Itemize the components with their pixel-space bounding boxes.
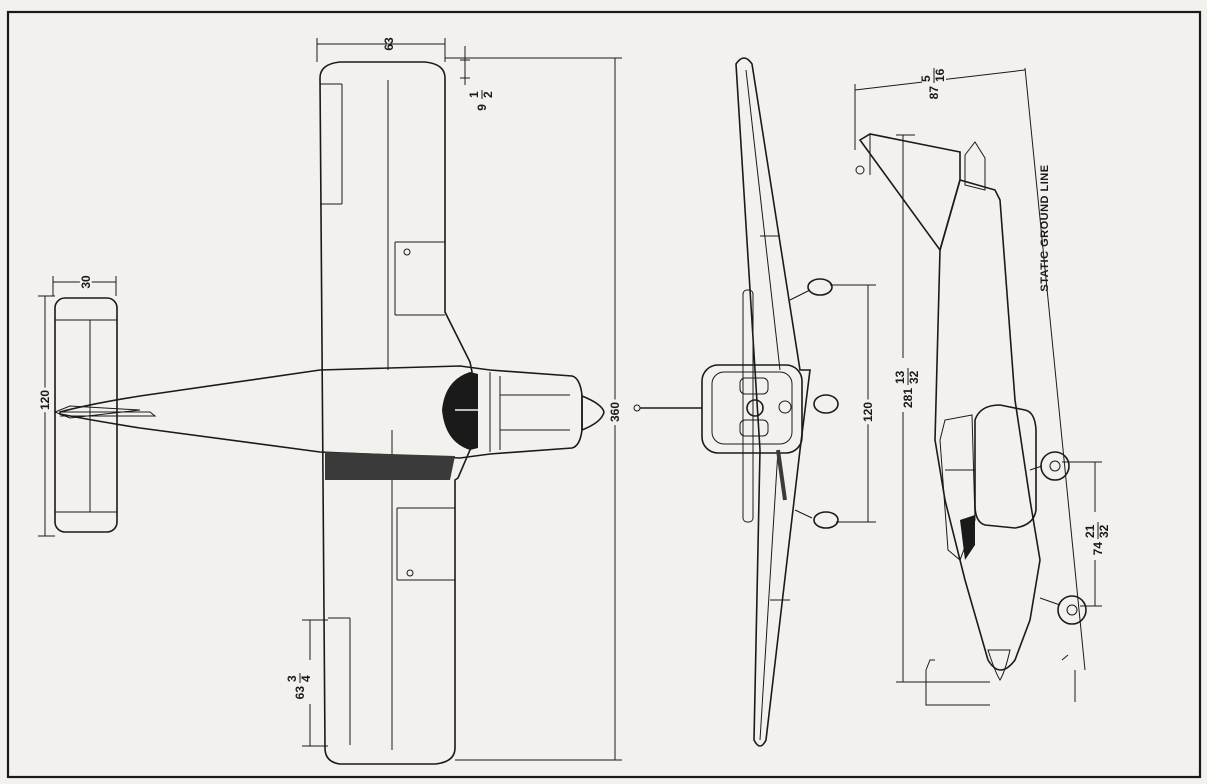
side-view xyxy=(855,67,1087,681)
side-static-ground-line xyxy=(1024,67,1086,671)
dim-length-whole: 281 xyxy=(901,388,915,408)
dim-tail-span-label: 120 xyxy=(38,390,52,410)
front-air-intake-2 xyxy=(739,419,769,437)
front-fuselage xyxy=(701,364,803,454)
front-main-gear-left xyxy=(789,289,811,301)
front-air-intake-1 xyxy=(739,377,769,395)
side-ground-bracket-2 xyxy=(1061,654,1076,702)
plan-tail-cone xyxy=(53,405,141,419)
side-vertical-tail xyxy=(858,133,961,252)
dim-wing-chord-label: 63 xyxy=(382,37,396,51)
dim-height-whole: 87 xyxy=(927,86,941,100)
side-ground-bracket-1 xyxy=(925,659,990,706)
dim-length-num: 13 xyxy=(893,370,907,384)
front-propeller-tip xyxy=(633,404,641,412)
dim-wheelbase-den: 32 xyxy=(1097,524,1111,538)
front-wing-root-shade xyxy=(776,449,787,501)
dim-height-label: 87 5 16 xyxy=(919,62,947,102)
dim-length-label: 281 13 32 xyxy=(893,358,922,412)
front-dimensions: 120 xyxy=(830,284,878,523)
front-cowl-outline xyxy=(711,371,793,445)
dim-aileron-label: 63 3 4 xyxy=(285,660,314,704)
dim-length-den: 32 xyxy=(907,370,921,384)
front-wheel-left xyxy=(807,278,833,296)
dim-gear-track-label: 120 xyxy=(861,402,875,422)
side-nose-gear-leg xyxy=(1039,597,1061,606)
drawing-frame xyxy=(6,10,1202,779)
side-windshield xyxy=(960,515,975,560)
front-spinner xyxy=(746,399,764,417)
dim-tail-chord-label: 30 xyxy=(79,275,93,289)
side-wing xyxy=(974,404,1037,529)
plan-canopy xyxy=(442,372,478,450)
front-nose-wheel-hub xyxy=(778,400,792,414)
side-dimensions: 87 5 16 281 13 32 74 21 32 xyxy=(854,62,1112,706)
side-main-wheel-hub xyxy=(1049,460,1061,472)
dim-wingtip-offset-num: 1 xyxy=(467,91,481,98)
plan-fuel-cap-2 xyxy=(406,569,414,577)
front-wing-upper xyxy=(735,57,811,747)
side-nose-wheel xyxy=(1057,595,1087,625)
dim-aileron-label-bg xyxy=(288,660,314,704)
front-main-gear-right xyxy=(794,509,813,519)
plan-horizontal-tail xyxy=(54,297,118,533)
dim-wingtip-offset-den: 2 xyxy=(481,91,495,98)
dim-aileron-num: 3 xyxy=(285,675,299,682)
front-view xyxy=(633,57,839,747)
front-horizontal-tail xyxy=(742,289,754,523)
side-fuselage xyxy=(934,179,1041,671)
plan-spinner xyxy=(581,394,605,432)
plan-dimensions: 63 9 1 2 360 30 120 63 3 xyxy=(35,37,625,761)
plan-view xyxy=(53,61,605,765)
dim-aileron-den: 4 xyxy=(299,675,313,682)
plan-tail-fin xyxy=(60,411,157,417)
plan-fuel-cap-1 xyxy=(403,248,411,256)
static-ground-line-label: STATIC GROUND LINE xyxy=(1039,164,1051,291)
dim-wheelbase-whole: 74 xyxy=(1091,542,1105,556)
dim-height-num: 5 xyxy=(919,75,933,82)
dim-wing-span-label: 360 xyxy=(608,402,622,422)
dim-height-den: 16 xyxy=(933,68,947,82)
dim-aileron-whole: 63 xyxy=(293,686,307,700)
side-main-gear-leg xyxy=(1029,465,1043,471)
side-horizontal-tail xyxy=(964,141,986,191)
front-wing-line-2 xyxy=(759,449,779,741)
dim-wheelbase-num: 21 xyxy=(1083,524,1097,538)
side-spinner xyxy=(987,649,1011,681)
dim-wheelbase-label: 74 21 32 xyxy=(1083,512,1112,560)
plan-root-shading xyxy=(325,452,455,480)
front-wheel-right xyxy=(813,511,839,529)
side-nose-wheel-hub xyxy=(1066,604,1078,616)
front-nose-wheel xyxy=(813,394,839,414)
dim-wingtip-offset-label: 9 1 2 xyxy=(467,90,495,111)
front-wing-line-1 xyxy=(745,69,781,371)
side-tail-light xyxy=(855,165,865,175)
dim-wingtip-offset-whole: 9 xyxy=(475,104,489,111)
